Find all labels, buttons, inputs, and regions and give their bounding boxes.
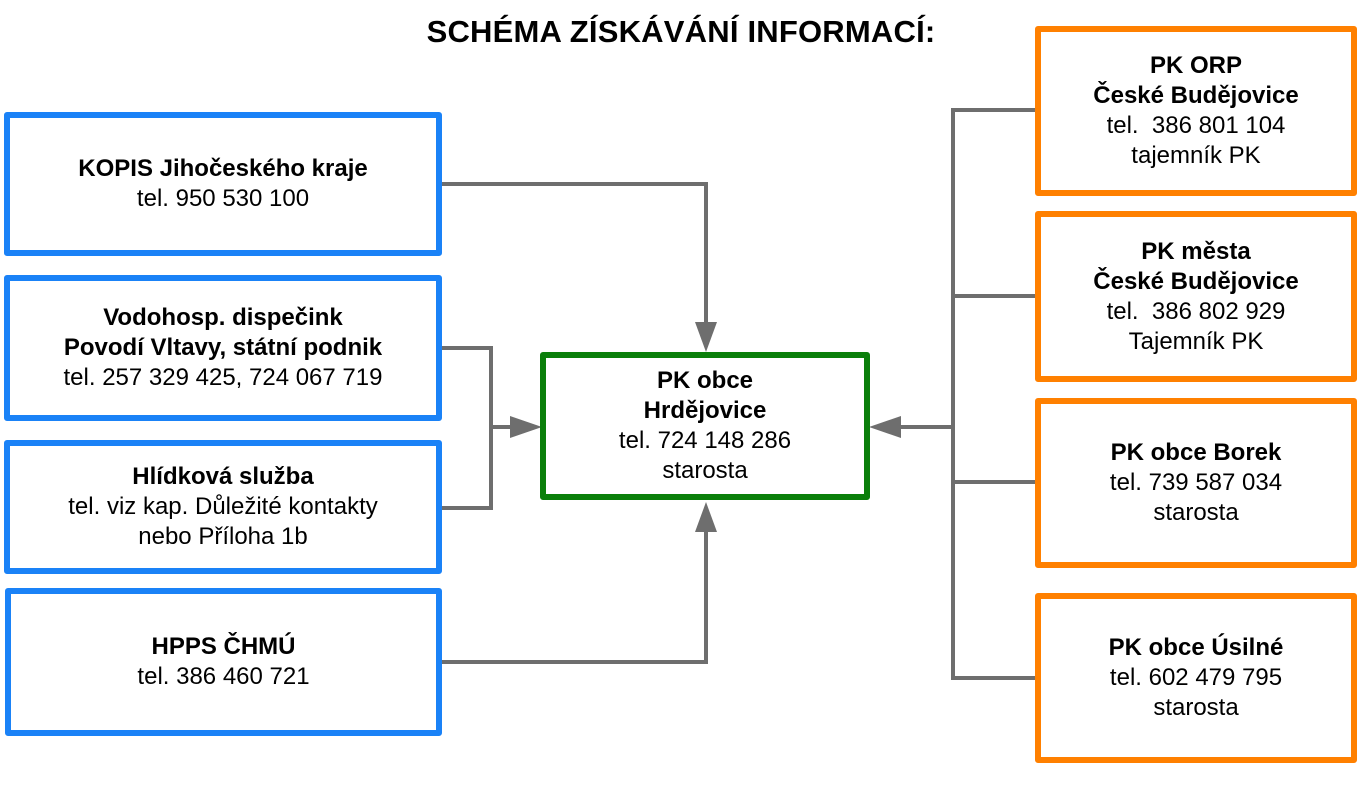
neighbor-label: PK města [1141,237,1251,265]
source-name: Vodohosp. dispečink [103,304,343,331]
neighbor-role: Tajemník PK [1128,327,1264,355]
center-phone: tel. 724 148 286 [618,427,792,454]
source-phone: tel. 950 530 100 [136,185,310,212]
neighbor-name: České Budějovice [1093,267,1299,295]
connector-vodohosp [441,346,493,510]
connector-hpps [441,528,708,664]
source-org: Povodí Vltavy, státní podnik [63,334,383,361]
neighbor-role: starosta [1153,694,1239,721]
neighbor-name: České Budějovice [1093,82,1299,109]
neighbor-name: PK obce Úsilné [1108,634,1284,661]
neighbor-box-orp: PK ORP České Budějovice tel. 386 801 104… [1035,26,1357,196]
source-phone: tel. 257 329 425, 724 067 719 [63,364,383,391]
diagram-title: SCHÉMA ZÍSKÁVÁNÍ INFORMACÍ: [0,14,1360,50]
source-name: Hlídková služba [132,463,314,490]
neighbor-phone: tel. 386 801 104 [1106,112,1286,139]
source-phone: tel. 386 460 721 [137,663,310,690]
neighbor-label: PK ORP [1149,52,1242,79]
arrow-up-icon [695,502,717,532]
neighbor-role: starosta [1153,499,1239,526]
neighbor-name: PK obce Borek [1110,439,1282,466]
source-box-vodohosp: Vodohosp. dispečink Povodí Vltavy, státn… [4,275,442,421]
neighbor-box-usilne: PK obce Úsilné tel. 602 479 795 starosta [1035,593,1357,763]
arrow-left-icon [869,416,901,438]
source-note: nebo Příloha 1b [138,523,308,550]
center-role: starosta [662,457,748,484]
connector-kopis [441,182,708,327]
neighbor-box-mesta: PK města České Budějovice tel. 386 802 9… [1035,211,1357,382]
neighbor-box-borek: PK obce Borek tel. 739 587 034 starosta [1035,398,1357,568]
source-box-hpps: HPPS ČHMÚ tel. 386 460 721 [5,588,442,736]
neighbor-phone: tel. 602 479 795 [1109,664,1283,691]
arrow-right-icon [510,416,542,438]
center-name: Hrdějovice [643,397,767,424]
source-box-hlidkova: Hlídková služba tel. viz kap. Důležité k… [4,440,442,574]
diagram-title-text: SCHÉMA ZÍSKÁVÁNÍ INFORMACÍ: [426,14,936,49]
neighbor-role: tajemník PK [1131,142,1261,169]
source-name: KOPIS Jihočeského kraje [78,155,368,182]
neighbor-phone: tel. 386 802 929 [1106,297,1286,325]
center-box-hrdejovice: PK obce Hrdějovice tel. 724 148 286 star… [540,352,870,500]
arrow-down-icon [695,322,717,352]
source-box-kopis: KOPIS Jihočeského kraje tel. 950 530 100 [4,112,442,256]
source-name: HPPS ČHMÚ [151,633,296,660]
center-label: PK obce [656,367,754,394]
source-phone: tel. viz kap. Důležité kontakty [68,493,378,520]
neighbor-phone: tel. 739 587 034 [1109,469,1283,496]
